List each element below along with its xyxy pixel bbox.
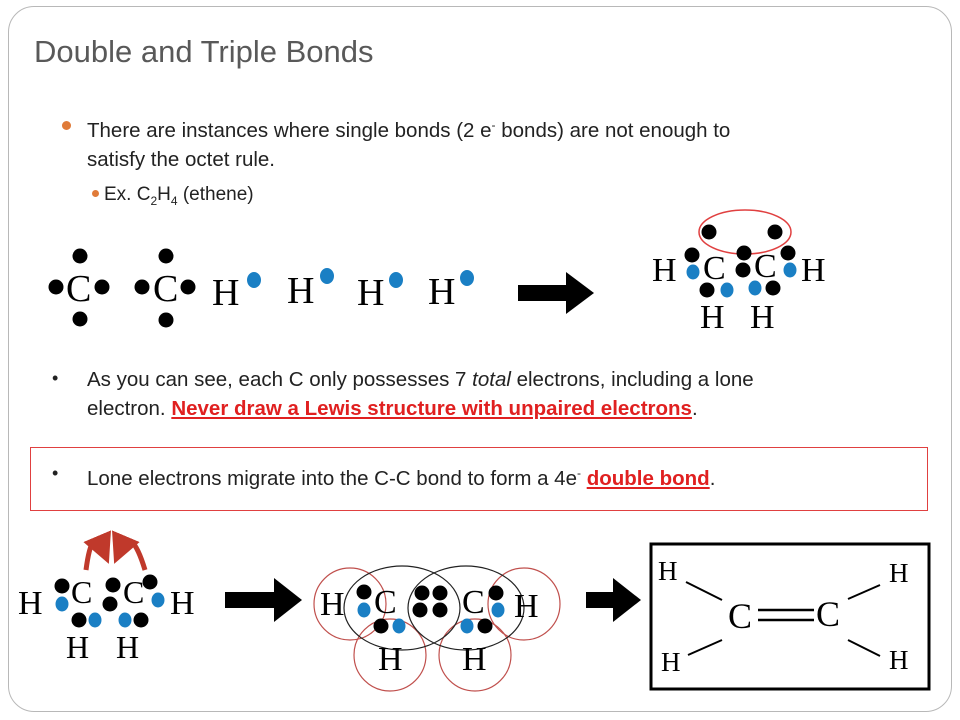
electron-dot [158,312,174,328]
bullet-marker [62,121,71,130]
hydrogen-electron [686,264,700,280]
carbon-atom: C [754,248,777,285]
electron-dot [72,311,88,327]
electron-dot [180,279,196,295]
hydrogen-atom: H [889,645,909,675]
hydrogen-electron [460,618,474,634]
electron-dot [373,618,389,634]
carbon-atom: C [374,584,397,621]
hydrogen-electron [748,280,762,296]
hydrogen-electron [118,612,132,628]
hydrogen-atom: H [18,585,43,622]
assembled-molecule-diagram: H C C H H H [652,209,826,336]
hydrogen-atom: H [320,586,345,623]
electron-dot [356,584,372,600]
hydrogen-atom: H [378,641,403,678]
sub-bullet-marker [92,190,99,197]
electron-migration-diagram: H C C H H H [18,530,195,665]
hydrogen-atom: H [661,647,681,677]
electron-dot [158,248,174,264]
carbon-atom: C [728,596,752,636]
hydrogen-atom: H [700,299,725,336]
carbon-atom: C [71,574,92,610]
carbon-atom: C [703,250,726,287]
electron-dot [71,612,87,628]
hydrogen-atom: H [170,585,195,622]
hydrogen-electron [151,592,165,608]
carbon-atom-1: C [66,268,91,310]
hydrogen-electron [783,262,797,278]
hydrogen-electron [389,272,403,288]
hydrogen-atom: H [889,558,909,588]
bullet-marker: • [52,368,59,388]
bullet-text-octet: There are instances where single bonds (… [87,118,731,171]
electron-dot [72,248,88,264]
hydrogen-electron [392,618,406,634]
hydrogen-atom: H [462,641,487,678]
electron-dot [432,602,448,618]
hydrogen-electron [55,596,69,612]
electron-dot [414,585,430,601]
electron-dot [765,280,781,296]
electron-dot [701,224,717,240]
electron-dot [488,585,504,601]
electron-dot [684,247,700,263]
bullet-marker: • [52,463,59,483]
hydrogen-electron [357,602,371,618]
hydrogen-atom: H [658,556,678,586]
carbon-atom: C [123,574,144,610]
hydrogen-electron [460,270,474,286]
electron-dot [780,245,796,261]
octet-circles-diagram: H C C H H H [313,565,561,692]
electron-dot [133,612,149,628]
carbon-atom-2: C [153,268,178,310]
hydrogen-atom: H [287,270,314,312]
electron-dot [699,282,715,298]
electron-dot [142,574,158,590]
electron-dot [767,224,783,240]
electron-dot [735,262,751,278]
example-ethene: Ex. C2H4 (ethene) [104,184,254,208]
electron-dot [105,577,121,593]
hydrogen-electron [720,282,734,298]
hydrogen-atom: H [514,588,539,625]
bullet-text-double-bond: Lone electrons migrate into the C-C bond… [87,466,716,490]
hydrogen-atom: H [212,272,239,314]
separate-atoms-diagram: C C H H H H [48,248,474,328]
electron-dot [48,279,64,295]
hydrogen-atom: H [357,272,384,314]
electron-dot [477,618,493,634]
hydrogen-electron [247,272,261,288]
electron-dot [94,279,110,295]
reaction-arrow-2 [225,578,302,622]
carbon-atom: C [816,594,840,634]
hydrogen-electron [491,602,505,618]
electron-dot [134,279,150,295]
hydrogen-atom: H [428,271,455,313]
electron-dot [54,578,70,594]
electron-dot [736,245,752,261]
hydrogen-atom: H [801,252,826,289]
hydrogen-electron [320,268,334,284]
electron-dot [432,585,448,601]
carbon-atom: C [462,584,485,621]
slide-title: Double and Triple Bonds [34,34,374,69]
slide-frame [8,6,952,712]
double-bond-callout [30,447,928,511]
reaction-arrow-3 [586,578,641,622]
hydrogen-electron [88,612,102,628]
hydrogen-atom: H [750,299,775,336]
hydrogen-atom: H [652,252,677,289]
hydrogen-atom: H [66,629,89,665]
hydrogen-atom: H [116,629,139,665]
electron-dot [412,602,428,618]
electron-dot [102,596,118,612]
bullet-text-unpaired: As you can see, each C only possesses 7 … [87,368,754,420]
reaction-arrow-1 [518,272,594,314]
structural-formula-diagram: H H H H C C [649,542,931,691]
